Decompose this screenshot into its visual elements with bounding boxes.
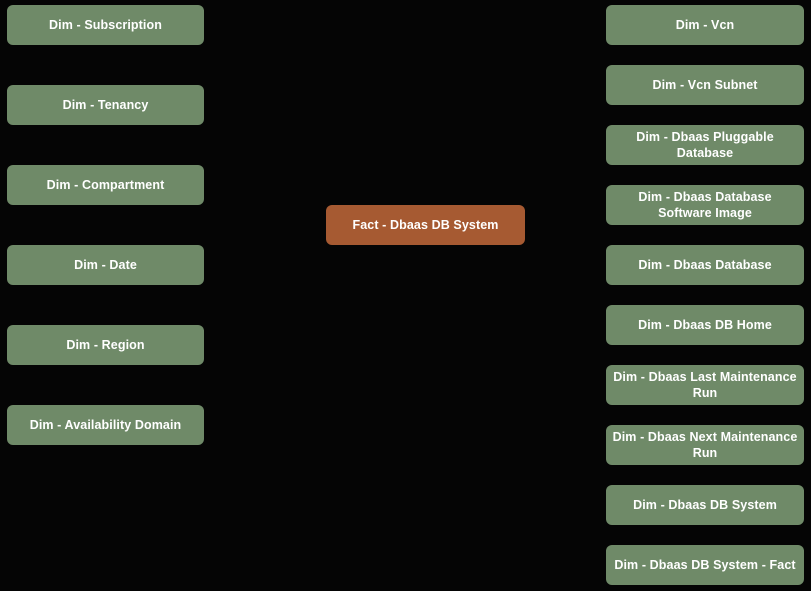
- node-label: Dim - Date: [74, 258, 137, 272]
- dimension-node-dim-vcn-subnet[interactable]: Dim - Vcn Subnet: [606, 65, 804, 105]
- dimension-node-dim-tenancy[interactable]: Dim - Tenancy: [7, 85, 204, 125]
- dimension-node-dim-subscription[interactable]: Dim - Subscription: [7, 5, 204, 45]
- dimension-node-dim-compartment[interactable]: Dim - Compartment: [7, 165, 204, 205]
- fact-node-fact-dbaas-db-system[interactable]: Fact - Dbaas DB System: [326, 205, 525, 245]
- node-label: Dim - Region: [66, 338, 145, 352]
- dimension-node-dim-dbaas-pluggable-database[interactable]: Dim - Dbaas Pluggable Database: [606, 125, 804, 165]
- dimension-node-dim-region[interactable]: Dim - Region: [7, 325, 204, 365]
- node-label: Dim - Vcn: [675, 18, 735, 32]
- node-label: Dim - Dbaas Last Maintenance Run: [613, 370, 797, 400]
- node-label: Dim - Dbaas DB Home: [638, 318, 772, 332]
- dimension-node-dim-dbaas-db-system[interactable]: Dim - Dbaas DB System: [606, 485, 804, 525]
- dimension-node-dim-dbaas-database[interactable]: Dim - Dbaas Database: [606, 245, 804, 285]
- dimension-node-dim-dbaas-next-maintenance-run[interactable]: Dim - Dbaas Next Maintenance Run: [606, 425, 804, 465]
- node-label: Dim - Dbaas Database Software Image: [638, 190, 772, 220]
- node-label: Dim - Tenancy: [62, 98, 149, 112]
- node-label: Dim - Compartment: [46, 178, 165, 192]
- node-label: Dim - Vcn Subnet: [652, 78, 758, 92]
- node-label: Dim - Dbaas Database: [638, 258, 772, 272]
- dimension-node-dim-dbaas-db-system-fact[interactable]: Dim - Dbaas DB System - Fact: [606, 545, 804, 585]
- node-label: Dim - Availability Domain: [29, 418, 182, 432]
- node-label: Dim - Dbaas DB System - Fact: [614, 558, 796, 572]
- dimension-node-dim-availability-domain[interactable]: Dim - Availability Domain: [7, 405, 204, 445]
- dimension-node-dim-dbaas-db-home[interactable]: Dim - Dbaas DB Home: [606, 305, 804, 345]
- dimension-node-dim-vcn[interactable]: Dim - Vcn: [606, 5, 804, 45]
- node-label: Fact - Dbaas DB System: [352, 218, 499, 232]
- node-label: Dim - Dbaas Pluggable Database: [636, 130, 774, 160]
- dimension-node-dim-dbaas-database-software-image[interactable]: Dim - Dbaas Database Software Image: [606, 185, 804, 225]
- node-label: Dim - Dbaas DB System: [633, 498, 777, 512]
- dimension-node-dim-date[interactable]: Dim - Date: [7, 245, 204, 285]
- dimension-node-dim-dbaas-last-maintenance-run[interactable]: Dim - Dbaas Last Maintenance Run: [606, 365, 804, 405]
- node-label: Dim - Subscription: [49, 18, 162, 32]
- node-label: Dim - Dbaas Next Maintenance Run: [612, 430, 798, 460]
